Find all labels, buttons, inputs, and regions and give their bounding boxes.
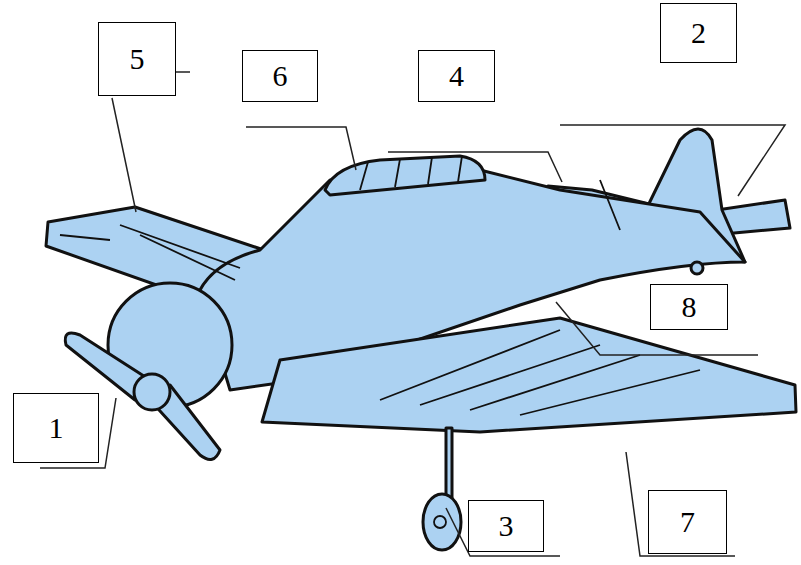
gear-strut [446,428,452,500]
tail-wheel [691,262,703,274]
callout-box: 4 [418,50,495,102]
panel-lines [60,180,700,415]
callout-box: 1 [13,393,99,463]
callout-box: 5 [98,22,176,96]
near-wing [262,318,796,432]
callout-box: 6 [242,50,318,102]
leader-line [560,125,785,196]
callout-number: 3 [499,511,514,541]
leader-line [246,127,356,170]
callout-number: 4 [449,61,464,91]
callout-box: 8 [650,284,728,330]
callout-number: 5 [130,44,145,74]
callout-number: 6 [273,61,288,91]
wheel-hub [434,516,446,528]
leader-line [388,152,562,182]
canopy-frame [360,156,462,190]
leader-line [626,452,735,556]
callout-number: 7 [680,507,695,537]
callout-number: 1 [49,413,64,443]
callout-box: 7 [648,490,727,554]
callout-number: 2 [691,18,706,48]
canopy [325,156,485,195]
spinner [134,374,170,410]
callout-box: 3 [468,500,544,552]
callout-box: 2 [660,3,737,63]
wheel [423,494,461,550]
callout-number: 8 [682,292,697,322]
